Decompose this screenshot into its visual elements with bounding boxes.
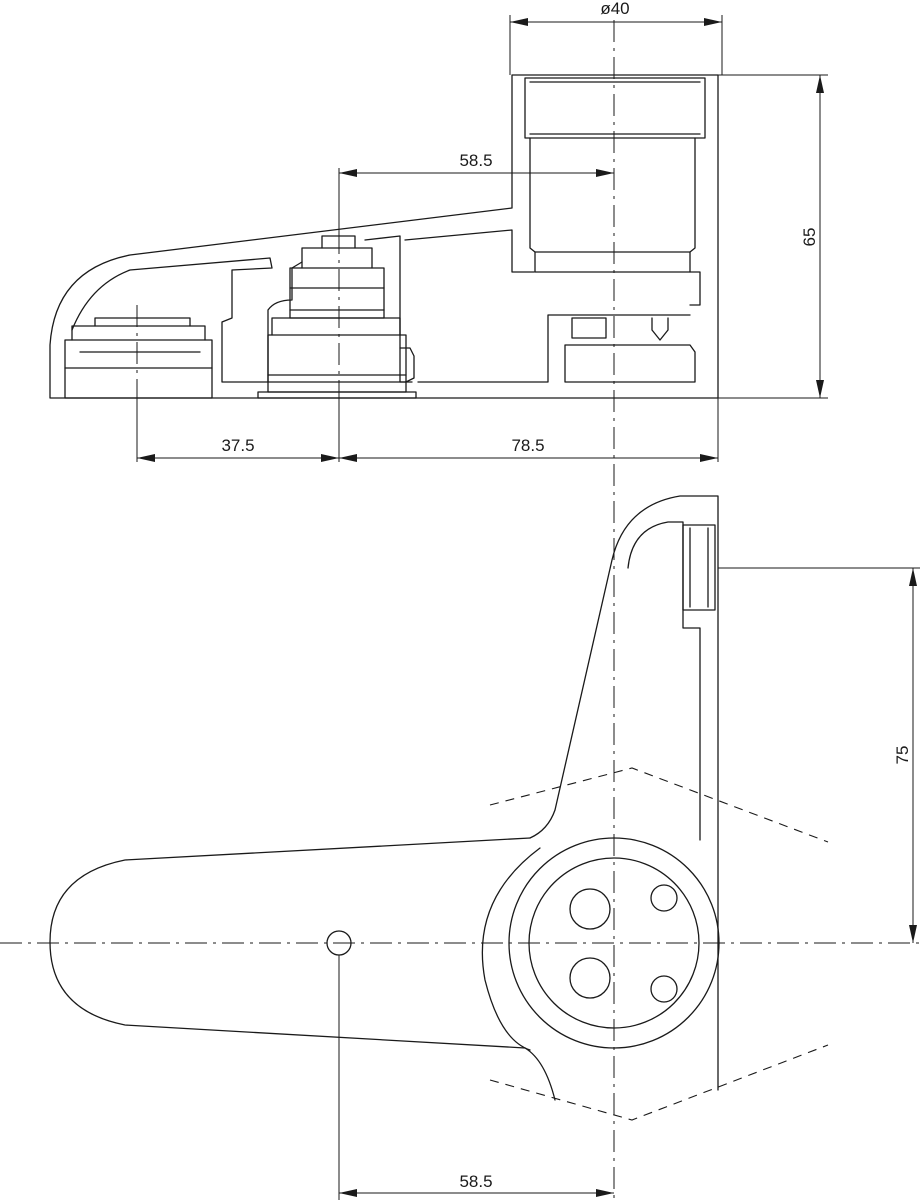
inner-cavity [71, 257, 303, 383]
rotation-range-bottom [489, 1044, 829, 1121]
dim-height-label: 65 [800, 228, 819, 247]
hole-large-bottom [569, 957, 611, 999]
rotation-range-top [489, 767, 829, 843]
dim-top-offset-label: 58.5 [459, 151, 492, 170]
hole-large-top [569, 888, 611, 930]
dim-diameter: ø40 [509, 0, 723, 75]
dim-side-height: 75 [718, 567, 920, 943]
hole-small-bottom [650, 975, 678, 1003]
pin [651, 317, 669, 341]
threaded-cap [524, 77, 706, 139]
spout-body [627, 521, 701, 841]
dim-diameter-label: ø40 [600, 0, 629, 18]
dim-top-offset: 58.5 [338, 151, 614, 232]
plan-view [49, 495, 829, 1121]
body-outline [49, 74, 719, 399]
spout-thread [682, 524, 716, 611]
center-lines [0, 20, 921, 1200]
lever-arm [49, 837, 531, 1049]
hole-small-top [650, 884, 678, 912]
dim-height: 65 [705, 74, 828, 399]
dim-bottom-offset-label: 58.5 [459, 1172, 492, 1191]
dim-bottom-offsets: 37.5 78.5 [136, 398, 719, 462]
dim-right-offset-label: 78.5 [511, 436, 544, 455]
dim-bottom-offset: 58.5 [338, 955, 614, 1200]
elevation-view [49, 74, 719, 399]
dim-left-offset-label: 37.5 [221, 436, 254, 455]
dim-side-height-label: 75 [893, 746, 912, 765]
left-nut [64, 317, 213, 399]
cartridge-body [529, 137, 696, 273]
central-stack [257, 235, 417, 399]
